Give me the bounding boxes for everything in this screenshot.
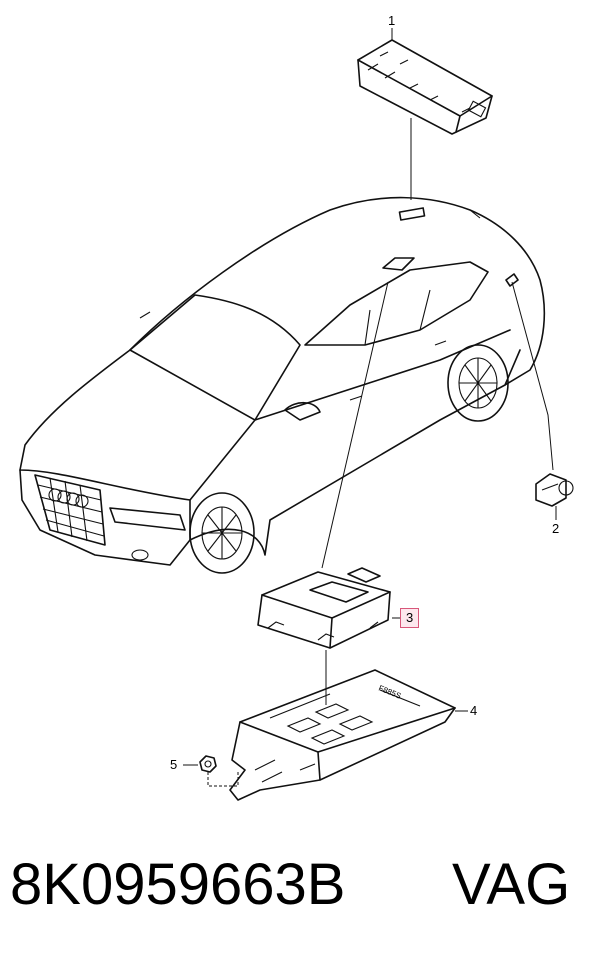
leader-3-line bbox=[321, 281, 389, 569]
part-number-label: 8K0959663B bbox=[10, 852, 346, 917]
callout-1: 1 bbox=[388, 13, 396, 28]
callout-5: 5 bbox=[170, 757, 178, 772]
part-1-roof-sensor bbox=[357, 39, 493, 135]
callout-3-highlighted: 3 bbox=[400, 608, 420, 628]
car-illustration bbox=[19, 196, 546, 574]
part-2-sensor bbox=[535, 473, 574, 507]
svg-text:F885S: F885S bbox=[377, 684, 402, 701]
part-3-control-unit bbox=[257, 567, 391, 649]
leader-2-line bbox=[511, 281, 554, 471]
callout-2: 2 bbox=[552, 521, 560, 536]
part-4-bracket: F885S bbox=[229, 669, 456, 801]
exploded-parts-diagram: F885S bbox=[19, 28, 574, 801]
leader-5-line bbox=[207, 770, 239, 787]
callout-4: 4 bbox=[470, 703, 478, 718]
manufacturer-label: VAG bbox=[452, 852, 571, 917]
part-5-nut bbox=[199, 755, 217, 773]
